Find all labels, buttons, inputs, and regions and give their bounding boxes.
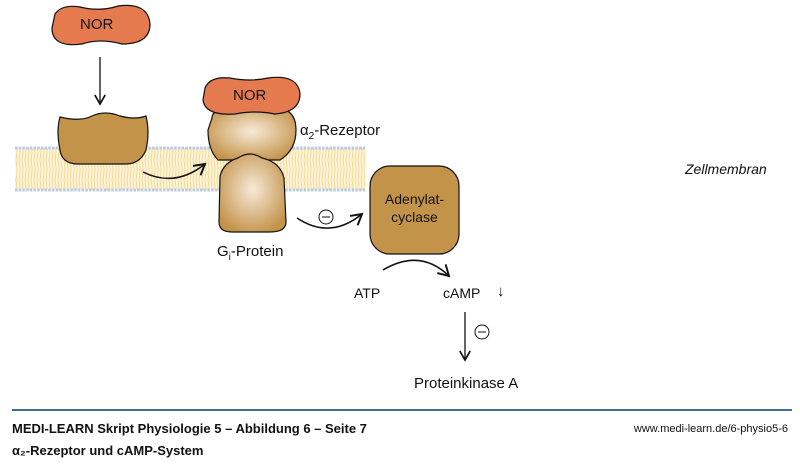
adenylate-cyclase — [369, 165, 460, 255]
unbound-receptor — [57, 112, 149, 165]
enzyme-label-line1: Adenylat- — [384, 191, 445, 207]
receptor-label: α2-Rezeptor — [300, 122, 380, 142]
nor-ligand — [51, 4, 151, 46]
receptor-label-prefix: α — [300, 122, 309, 139]
receptor-label-suffix: -Rezeptor — [314, 122, 381, 139]
atp-conversion-arrow — [382, 259, 451, 278]
footer-subtitle: α₂-Rezeptor und cAMP-System — [12, 443, 204, 458]
receptor-label-sub: 2 — [308, 131, 315, 142]
atp-label: ATP — [354, 285, 381, 301]
camp-decrease-icon: ↓ — [497, 283, 505, 300]
translocation-arrow — [142, 162, 207, 180]
enzyme-label-line2: cyclase — [391, 209, 438, 225]
membrane-label: Zellmembran — [685, 161, 767, 177]
gprotein-label-prefix: G — [217, 243, 229, 260]
diagram-canvas — [15, 4, 490, 362]
nor-bound-ligand — [202, 76, 301, 115]
inhibition-icon-2 — [474, 324, 490, 340]
inhibition-icon-1 — [318, 209, 334, 225]
camp-label: cAMP — [443, 285, 481, 301]
nor-bound-label: NOR — [233, 87, 267, 104]
footer-title: MEDI-LEARN Skript Physiologie 5 – Abbild… — [12, 421, 367, 436]
enzyme-label: Adenylat- cyclase — [370, 190, 459, 226]
gprotein-label-sub: i — [228, 252, 231, 263]
footer-divider — [12, 409, 792, 411]
inhibition-arrow-gprotein — [296, 212, 364, 229]
gi-protein — [218, 153, 287, 233]
gprotein-label-suffix: -Protein — [230, 243, 284, 260]
alpha2-receptor — [207, 107, 297, 161]
footer-url[interactable]: www.medi-learn.de/6-physio5-6 — [633, 423, 788, 435]
pka-label: Proteinkinase A — [414, 375, 519, 392]
nor-ligand-label: NOR — [80, 16, 114, 33]
gprotein-label: Gi-Protein — [217, 243, 283, 263]
